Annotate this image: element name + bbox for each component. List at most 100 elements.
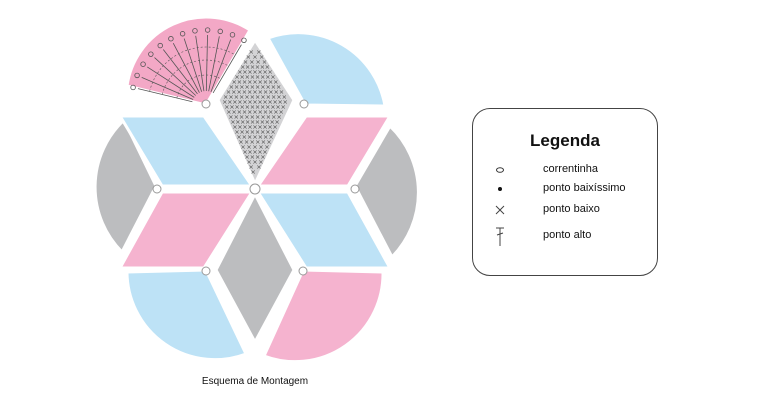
diamond-stitch-x [247,90,252,94]
diamond-stitch-x [261,115,265,119]
diamond-stitch-x [269,135,273,139]
junction-left [152,184,162,194]
legend-item-slip-stitch: ponto baixíssimo [473,180,659,198]
diamond-stitch-x [250,75,255,79]
diamond-stitch-x [274,110,278,114]
diamond-stitch-x [245,120,250,124]
fan-stitch-picot [229,32,236,38]
diamond-top [216,37,296,188]
diamond-stitch-x [255,95,260,99]
diamond-stitch-x [247,135,252,139]
diamond-stitch-x [240,130,244,134]
legend-item-single-crochet: ponto baixo [473,201,659,219]
diamond-stitch-x [235,130,239,134]
diamond-stitch-x [250,85,255,89]
diamond-stitch-x [245,115,249,119]
fan-stitch-stroke [137,88,193,103]
petal-top-left-pink [125,15,253,107]
diamond-lower-left [117,190,255,270]
diamond-stitch-x [226,90,231,94]
diamond-stitch-x [263,110,268,114]
diamond-stitch-x [247,160,251,164]
diamond-stitch-x [241,145,245,149]
fan-stitch-picot [217,28,223,35]
fan-stitch-picot [179,31,186,37]
diamond-stitch-x [255,85,260,89]
diamond-stitch-x [234,95,239,99]
fan-stitch-stroke [195,35,205,92]
diamond-stitch-x [265,105,270,109]
diamond-stitch-x [250,140,255,144]
junction-top-left [201,99,211,109]
diamond-stitch-x [260,105,265,109]
diamond-stitch-x [245,85,249,89]
diamond-stitch-x [245,95,249,99]
diamond-stitch-x [250,95,255,99]
diamond-stitch-x [263,125,267,129]
diamond-stitch-x [253,135,257,139]
diamond-stitch-x [260,75,265,79]
diamond-stitch-x [245,130,250,134]
junction-top-right [299,99,309,109]
diamond-stitch-x [276,85,281,89]
diamond-stitch-x [267,140,271,144]
diamond-stitch-x [253,145,257,149]
diamond-stitch-x [258,110,263,114]
diamond-stitch-x [233,125,237,129]
diamond-stitch-x [255,105,260,109]
diamond-stitch-x [243,125,247,129]
fan-stitch-picot [130,84,136,91]
diamond-stitch-x [237,135,241,139]
diamond-stitch-x [243,150,247,154]
fan-stitch-picot [241,37,247,44]
diamond-stitch-x [258,135,263,139]
diamond-stitch-x [277,95,281,99]
fan-stitch-picot [140,61,146,67]
diamond-stitch-x [271,95,276,99]
diamond-stitch-x [229,115,233,119]
diamond-lower-right [255,190,393,270]
diamond-stitch-x [225,105,229,109]
diamond-stitch-x [276,105,280,109]
diamond-stitch-x [282,95,287,99]
diamond-stitch-x [240,65,245,69]
diamond-stitch-x [227,110,231,114]
diamond-stitch-x [271,115,276,119]
junction-bottom-right [298,266,308,276]
diamond-stitch-x [248,125,252,129]
legend-label-double-crochet: ponto alto [543,229,592,241]
diamond-stitch-x [269,90,273,94]
petal-bottom-right-pink [261,268,385,364]
diamond-stitch-x [237,90,241,94]
diamond-stitch-x [257,165,261,169]
diamond-stitch-x [240,85,244,89]
fan-stitch-stroke [147,66,195,98]
diamond-stitch-x [258,125,262,129]
petal-bottom-left-blue [125,268,249,362]
diamond-stitch-x [250,60,254,64]
diamond-stitch-x [250,105,255,109]
diamond-stitch-x [250,155,255,159]
diamond-stitch-x [256,50,261,54]
diamond-stitch-x [242,110,247,114]
diamond-stitch-x [260,130,265,134]
fan-stitch-picot [134,72,140,79]
diamond-stitch-x [268,100,272,104]
diamond-stitch-x [245,155,249,159]
fan-stitch-arc [161,59,229,95]
diamond-stitch-x [266,115,271,119]
diamond-stitch-x [232,80,237,84]
diamond-stitch-x [253,125,257,129]
diamond-stitch-chart [222,50,288,174]
diamond-stitch-x [242,135,247,139]
diamond-stitch-x [250,130,255,134]
fan-stitch-chart [130,27,247,103]
diamond-stitch-x [263,80,268,84]
diamond-stitch-x [237,80,242,84]
fan-stitch-picot [168,36,174,42]
diamond-stitch-x [245,65,250,69]
diamond-stitch-x [279,90,284,94]
diamond-stitch-x [250,65,255,69]
diamond-stitch-x [271,75,275,79]
diamond-stitch-x [255,65,260,69]
